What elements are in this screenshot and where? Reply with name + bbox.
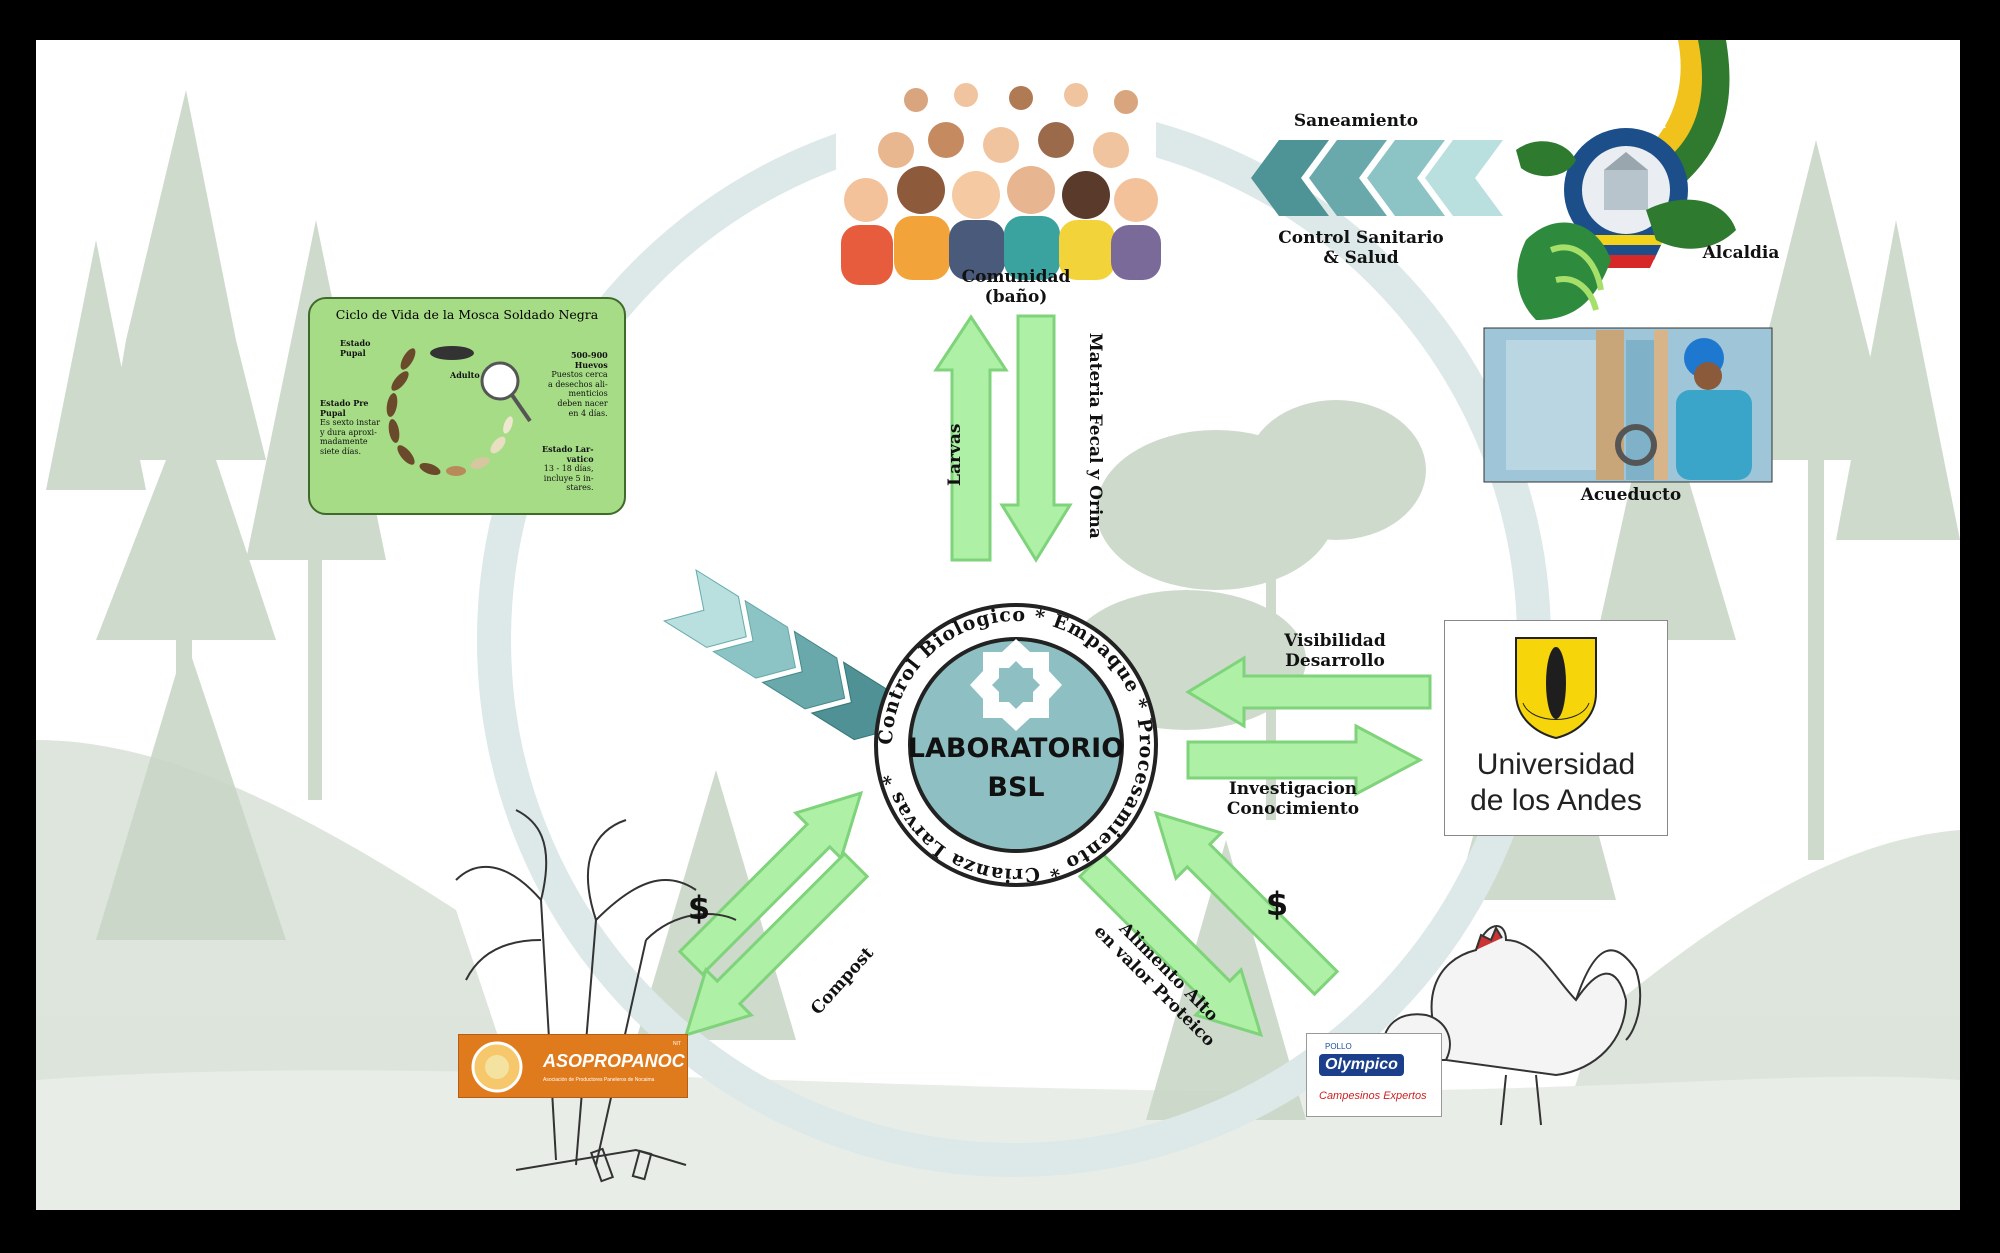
- prepupal-line1: Estado Pre: [320, 398, 369, 408]
- arrow-dollar-right-to-lab: [1153, 810, 1340, 997]
- laboratorio-bsl-badge: [874, 603, 1158, 887]
- larvatico-line2: vatico: [566, 453, 594, 464]
- arrow-alimento-out: [1077, 851, 1264, 1038]
- chevron-arrow-lifecycle: [662, 568, 895, 741]
- investigacion-label: Investigacion Conocimiento: [1208, 779, 1378, 819]
- visibilidad-label-line2: Desarrollo: [1285, 650, 1385, 671]
- dollar-sign-right: $: [1265, 885, 1289, 923]
- arrow-compost-out: [683, 851, 870, 1038]
- comunidad-label: Comunidad (baño): [946, 267, 1086, 307]
- lifecycle-title: Ciclo de Vida de la Mosca Soldado Negra: [335, 307, 599, 322]
- investigacion-label-line2: Conocimiento: [1226, 798, 1360, 819]
- pupal-line2: Pupal: [340, 347, 366, 358]
- uniandes-name-line2: de los Andes: [1470, 784, 1642, 817]
- dollar-sign-left: $: [687, 889, 711, 927]
- uniandes-shield-icon: [1515, 637, 1597, 740]
- larvatico-line5: stares.: [566, 483, 594, 493]
- diagram-canvas: Control Biologico * Empaque * Procesamie…: [36, 40, 1960, 1210]
- asopropanoc-emblem-icon: [471, 1041, 523, 1093]
- arrow-investigacion-right: [1186, 723, 1424, 797]
- lifecycle-larvatico: Estado Lar- vatico 13 - 18 días, incluye…: [542, 444, 594, 493]
- lab-ring-text: Control Biologico * Empaque * Procesamie…: [875, 604, 1156, 886]
- visibilidad-label: Visibilidad Desarrollo: [1260, 631, 1410, 671]
- nocaima-text: NOCAIMA: [1604, 116, 1667, 131]
- lifecycle-cycle-graphic: [386, 346, 532, 476]
- huevos-line3: Puestos cerca: [551, 370, 608, 380]
- asopropanoc-subtitle: Asociación de Productores Paneleros de N…: [543, 1077, 655, 1083]
- larvatico-line4: incluye 5 in-: [543, 473, 594, 483]
- huevos-line1: 500-900: [570, 350, 608, 360]
- campesinos-label: Campesinos Expertos: [1319, 1090, 1427, 1102]
- huevos-line4: a desechos ali-: [548, 379, 608, 389]
- uniandes-name-line1: Universidad: [1476, 748, 1636, 781]
- lifecycle-card: Ciclo de Vida de la Mosca Soldado Negra …: [308, 297, 626, 515]
- prepupal-line5: madamente: [320, 437, 368, 447]
- arrow-materia-down: [999, 314, 1073, 563]
- prepupal-line3: Es sexto instar: [320, 418, 381, 428]
- acueducto-photo: [1483, 327, 1773, 483]
- asopropanoc-name: ASOPROPANOC: [543, 1051, 685, 1071]
- lifecycle-huevos: 500-900 Huevos Puestos cerca a desechos …: [548, 350, 608, 418]
- lab-title: LABORATORIO: [907, 733, 1125, 764]
- control-label-line2: & Salud: [1323, 247, 1399, 268]
- huevos-line2: Huevos: [574, 359, 608, 370]
- huevos-line6: deben nacer: [557, 398, 608, 408]
- visibilidad-label-line1: Visibilidad: [1284, 631, 1386, 651]
- larvas-label: Larvas: [945, 423, 966, 486]
- prepupal-line4: y dura aproxi-: [320, 427, 377, 437]
- prepupal-line2: Pupal: [320, 407, 346, 418]
- investigacion-label-line1: Investigacion: [1228, 779, 1358, 799]
- arrow-larvas-up: [933, 314, 1009, 562]
- chevron-arrow-saneamiento: [1251, 140, 1503, 216]
- arrow-dollar-to-lab: [677, 790, 864, 977]
- comunidad-label-line2: (baño): [984, 286, 1048, 307]
- control-sanitario-label: Control Sanitario & Salud: [1261, 228, 1461, 268]
- pollo-olympico-logo: POLLO Olympico Campesinos Expertos: [1306, 1033, 1442, 1117]
- alcaldia-nocaima-emblem: [1516, 40, 1736, 320]
- acueducto-label: Acueducto: [1580, 485, 1682, 505]
- star-icon: [970, 639, 1062, 731]
- pupal-line1: Estado: [340, 338, 371, 348]
- control-label-line1: Control Sanitario: [1278, 228, 1444, 248]
- alcaldia-label: Alcaldia: [1702, 243, 1780, 263]
- pollo-label: POLLO: [1325, 1042, 1352, 1051]
- larvatico-line3: 13 - 18 días,: [543, 464, 594, 474]
- community-illustration: [836, 80, 1161, 285]
- comunidad-label-line1: Comunidad: [961, 267, 1071, 287]
- huevos-line7: en 4 días.: [568, 408, 608, 418]
- materia-fecal-label: Materia Fecal y Orina: [1084, 332, 1105, 539]
- huevos-line5: menticios: [568, 389, 608, 399]
- prepupal-line6: siete días.: [320, 446, 361, 456]
- asopropanoc-logo: ASOPROPANOC Asociación de Productores Pa…: [458, 1034, 688, 1098]
- lifecycle-pupal: Estado Pupal: [340, 338, 371, 358]
- lab-subtitle: BSL: [987, 772, 1045, 803]
- larvatico-line1: Estado Lar-: [542, 444, 594, 454]
- saneamiento-label: Saneamiento: [1293, 111, 1419, 131]
- lifecycle-prepupal: Estado Pre Pupal Es sexto instar y dura …: [320, 398, 381, 457]
- lifecycle-adulto: Adulto: [450, 370, 480, 380]
- olympico-label: Olympico: [1319, 1054, 1404, 1076]
- uniandes-logo: Universidad de los Andes: [1444, 620, 1668, 836]
- asopropanoc-tag: NIT: [672, 1041, 681, 1047]
- arrow-visibilidad-left: [1185, 655, 1432, 729]
